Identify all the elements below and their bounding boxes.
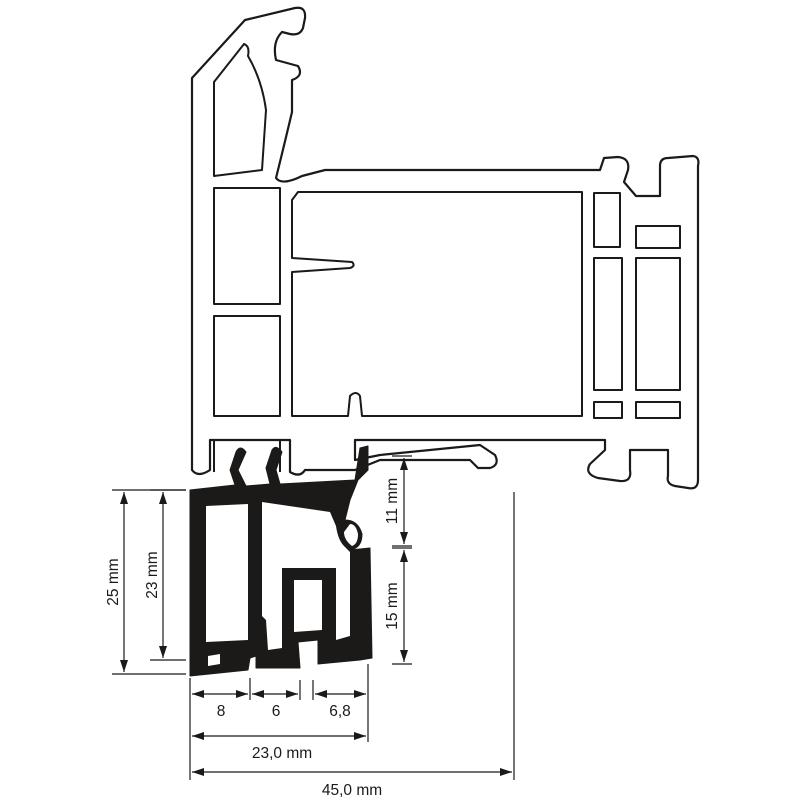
frame-chamber-right-2	[635, 225, 681, 249]
dim-label-45-0mm: 45,0 mm	[322, 782, 382, 799]
dimension-lines	[112, 455, 515, 780]
window-frame-profile	[190, 6, 700, 490]
adapter-groove	[344, 524, 358, 546]
frame-chamber-right-3	[593, 257, 623, 391]
frame-chamber-right-6	[635, 401, 681, 419]
dim-label-11mm: 11 mm	[384, 478, 401, 524]
adapter-cavity-2	[262, 502, 350, 650]
dim-label-23mm: 23 mm	[144, 551, 161, 598]
frame-main-chamber	[291, 191, 583, 417]
adapter-cavity-1	[206, 504, 248, 642]
dim-label-6-8: 6,8	[329, 703, 351, 720]
adapter-foot-notch	[208, 654, 220, 666]
dim-label-6: 6	[272, 703, 281, 720]
dim-label-15mm: 15 mm	[384, 582, 401, 629]
frame-chamber-right-1	[593, 192, 621, 248]
adapter-profile	[189, 445, 373, 677]
frame-chamber-left-1	[213, 187, 281, 305]
frame-chamber-top-left	[213, 43, 267, 177]
dimension-labels: 25 mm 23 mm 11 mm 15 mm 8 6 6,8 23,0 mm …	[105, 478, 401, 799]
adapter-cavity-3	[294, 580, 322, 632]
dim-label-8: 8	[217, 703, 226, 720]
frame-chamber-right-4	[635, 257, 681, 391]
dim-label-25mm: 25 mm	[105, 558, 122, 605]
frame-chamber-right-5	[593, 401, 623, 419]
frame-chamber-left-2	[213, 315, 281, 417]
dim-label-23-0mm: 23,0 mm	[252, 745, 312, 762]
